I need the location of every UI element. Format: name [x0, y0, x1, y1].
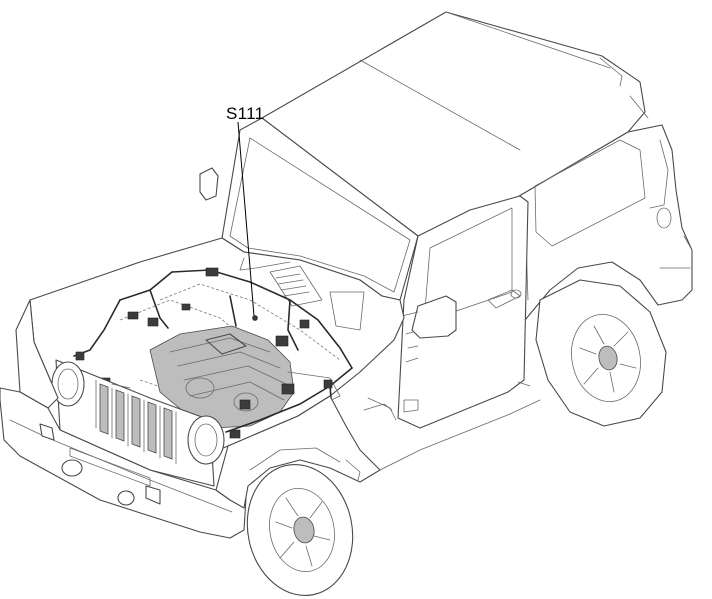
door — [397, 195, 529, 429]
front-tire — [246, 463, 354, 597]
front-bumper — [0, 387, 247, 539]
rocker — [345, 381, 541, 481]
side-mirror — [401, 295, 457, 339]
callout-leader-line — [237, 121, 255, 317]
splice-label-s111: S111 — [226, 104, 265, 123]
left-mirror — [199, 167, 219, 201]
headlights — [51, 361, 225, 465]
engine-bay — [119, 283, 341, 429]
grille — [55, 359, 215, 487]
rear-tire — [535, 279, 667, 427]
